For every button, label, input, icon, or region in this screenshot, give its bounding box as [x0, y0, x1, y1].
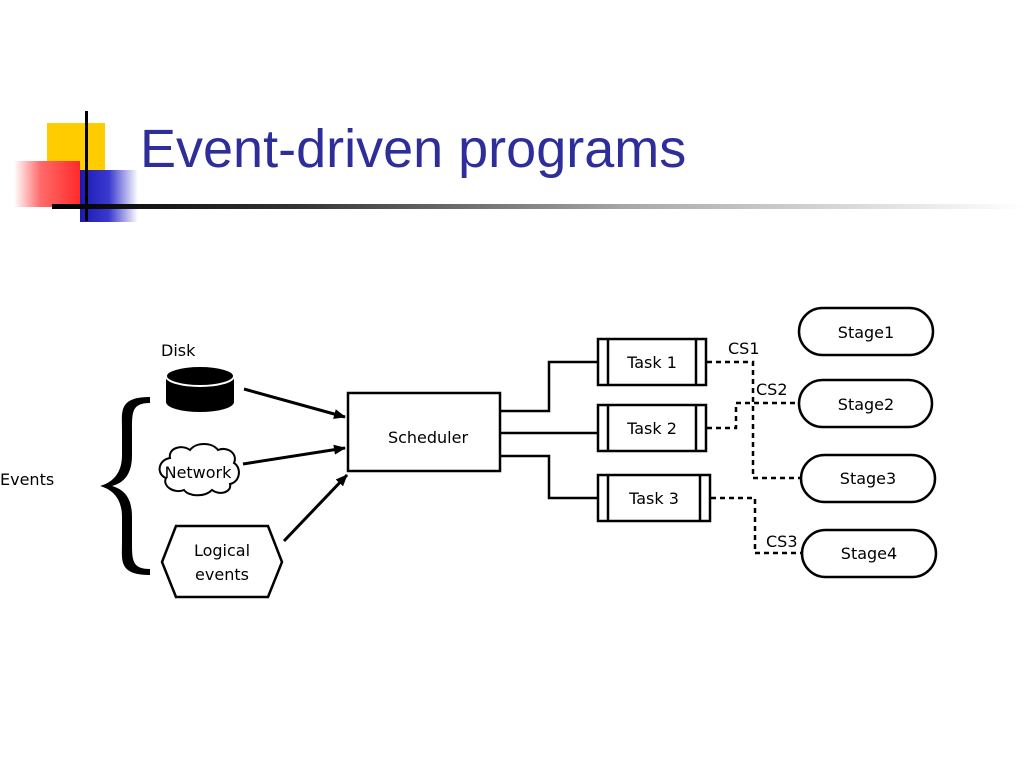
logical-events-hexagon — [160, 524, 284, 599]
network-label: Network — [165, 463, 233, 482]
cs2-dashed-line — [707, 401, 800, 430]
cs1-dashed-line — [707, 360, 800, 480]
stage-4-label: Stage4 — [841, 544, 897, 563]
task-1-box — [596, 337, 708, 387]
cs2-label: CS2 — [756, 380, 788, 399]
scheduler-to-task3-line — [501, 454, 598, 500]
stage-2-box — [797, 378, 934, 429]
stage-3-label: Stage3 — [840, 469, 896, 488]
network-to-scheduler-arrow — [242, 444, 346, 466]
disk-icon — [165, 365, 235, 412]
title-rule — [52, 204, 1024, 209]
scheduler-box — [346, 391, 502, 473]
logical-to-scheduler-arrow — [282, 473, 349, 543]
scheduler-label: Scheduler — [388, 428, 469, 447]
cs1-label: CS1 — [728, 339, 760, 358]
network-cloud-icon — [158, 443, 240, 497]
task-3-box — [596, 473, 712, 523]
logical-events-label-line1: Logical — [194, 541, 250, 560]
task-2-label: Task 2 — [626, 419, 677, 438]
stage-3-box — [799, 453, 937, 504]
logo-vertical-line — [85, 111, 88, 221]
slide-logo — [0, 0, 160, 230]
cs3-label: CS3 — [766, 532, 798, 551]
task-1-label: Task 1 — [626, 353, 677, 372]
logo-red-square — [14, 161, 80, 207]
logo-blue-square — [80, 170, 138, 222]
disk-label: Disk — [161, 341, 196, 360]
scheduler-to-task1-line — [501, 360, 598, 413]
cs3-dashed-line — [711, 496, 802, 555]
disk-to-scheduler-arrow — [243, 387, 346, 419]
stage-1-box — [797, 306, 935, 357]
events-brace — [100, 397, 150, 575]
stage-1-label: Stage1 — [838, 323, 894, 342]
slide-title: Event-driven programs — [140, 119, 687, 179]
task-2-box — [596, 403, 708, 453]
stage-4-box — [800, 528, 938, 579]
logical-events-label-line2: events — [195, 565, 249, 584]
task-3-label: Task 3 — [628, 489, 679, 508]
stage-2-label: Stage2 — [838, 395, 894, 414]
events-label: Events — [0, 470, 54, 489]
